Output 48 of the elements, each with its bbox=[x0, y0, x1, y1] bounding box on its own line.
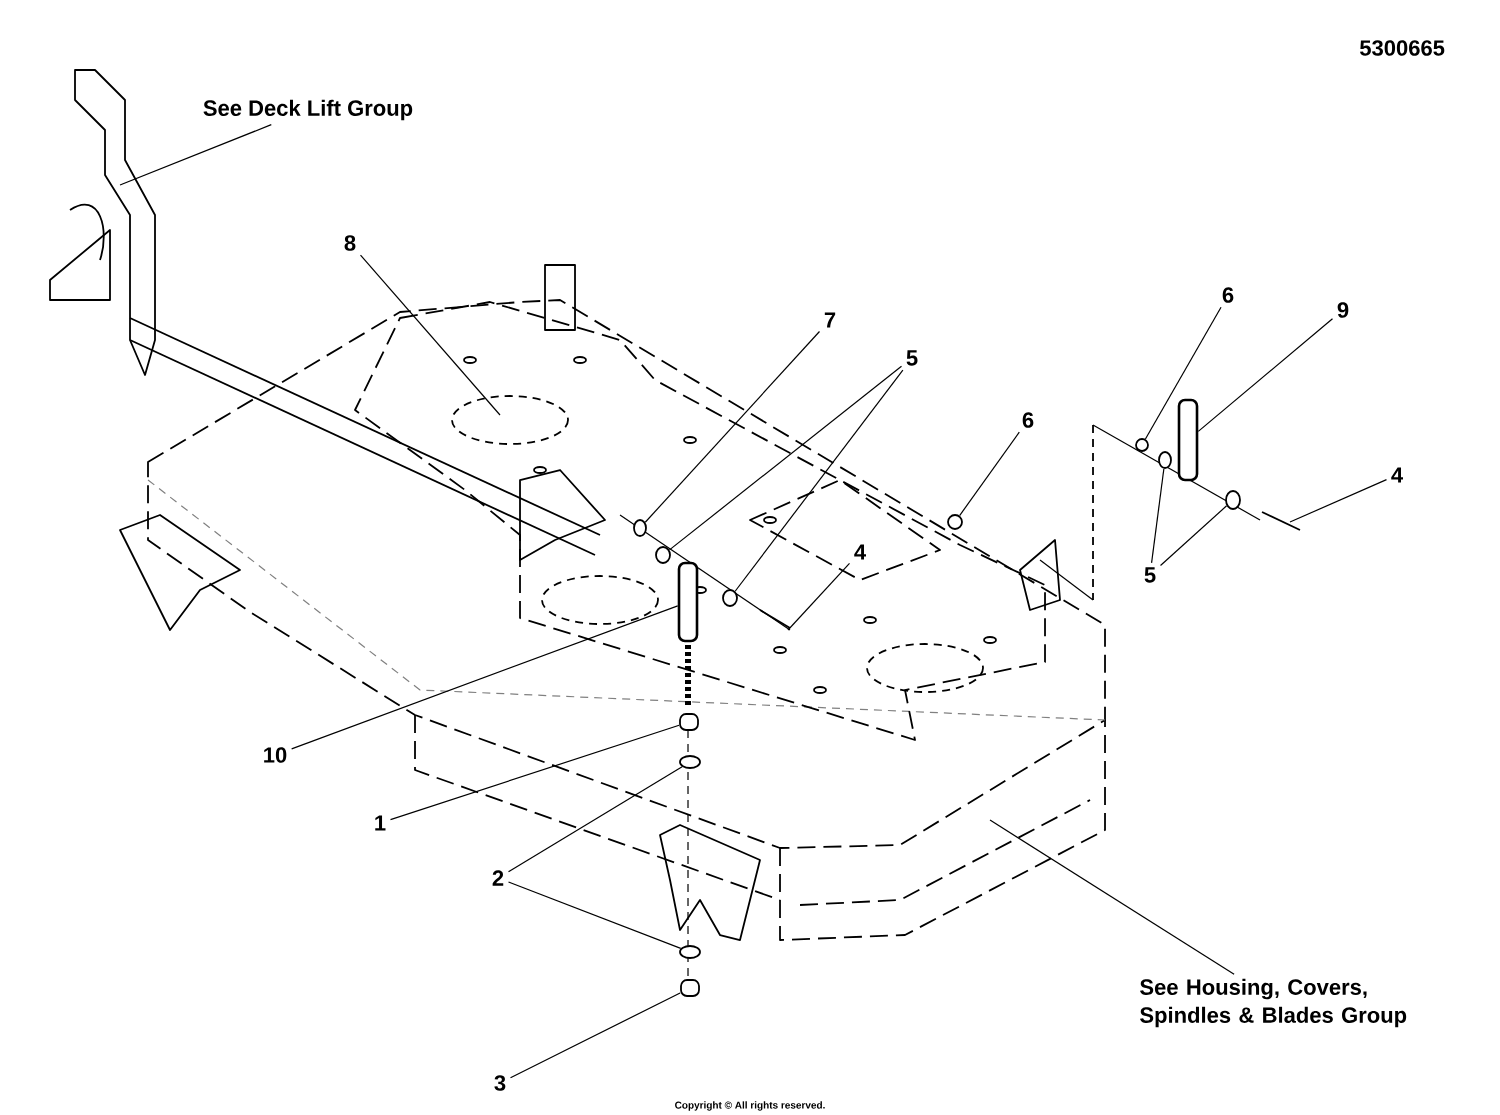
callout-number: 3 bbox=[494, 1075, 506, 1091]
part-note: See Deck Lift Group bbox=[203, 99, 413, 121]
callout-number: 4 bbox=[1391, 467, 1403, 483]
leader-line bbox=[119, 124, 272, 186]
copyright-note: Copyright © All rights reserved. bbox=[675, 1101, 825, 1111]
washer bbox=[655, 546, 671, 564]
leader-line bbox=[1197, 318, 1334, 432]
leader-line bbox=[734, 369, 904, 592]
nut bbox=[633, 519, 647, 537]
leader-line bbox=[1151, 468, 1165, 564]
callout-number: 10 bbox=[264, 747, 287, 763]
nut bbox=[947, 514, 963, 530]
washer bbox=[1225, 490, 1241, 510]
leader-line bbox=[1159, 505, 1228, 567]
leader-line bbox=[507, 881, 682, 950]
washer bbox=[679, 755, 701, 769]
leader-line bbox=[509, 992, 681, 1079]
nut bbox=[680, 979, 700, 997]
nut bbox=[679, 713, 699, 731]
callout-number: 6 bbox=[1222, 287, 1234, 303]
part-note: See Housing, Covers, Spindles & Blades Group bbox=[1140, 978, 1407, 1028]
callout-number: 9 bbox=[1337, 302, 1349, 318]
drawing-number: 5300665 bbox=[1360, 40, 1445, 56]
callout-number: 7 bbox=[824, 312, 836, 328]
leader-line bbox=[644, 330, 821, 523]
callout-number: 1 bbox=[375, 815, 386, 831]
leader-line bbox=[668, 365, 903, 551]
washer bbox=[1158, 451, 1172, 469]
chain-link bbox=[677, 561, 699, 643]
leader-line bbox=[507, 766, 683, 873]
leader-line bbox=[1144, 306, 1222, 440]
nut bbox=[1135, 438, 1149, 452]
leader-line bbox=[291, 605, 679, 750]
callout-number: 5 bbox=[906, 350, 918, 366]
leader-line bbox=[359, 254, 501, 416]
leader-line bbox=[959, 431, 1020, 517]
leader-line bbox=[389, 724, 680, 821]
leader-line bbox=[787, 562, 851, 631]
leader-line bbox=[989, 819, 1235, 975]
callout-number: 2 bbox=[492, 870, 504, 886]
washer bbox=[722, 589, 738, 607]
callout-number: 8 bbox=[344, 235, 356, 251]
chain-link bbox=[1177, 398, 1199, 482]
leader-line bbox=[1289, 479, 1388, 523]
callout-number: 6 bbox=[1022, 412, 1034, 428]
callout-number: 4 bbox=[854, 544, 866, 560]
washer bbox=[679, 945, 701, 959]
callout-number: 5 bbox=[1144, 567, 1156, 583]
